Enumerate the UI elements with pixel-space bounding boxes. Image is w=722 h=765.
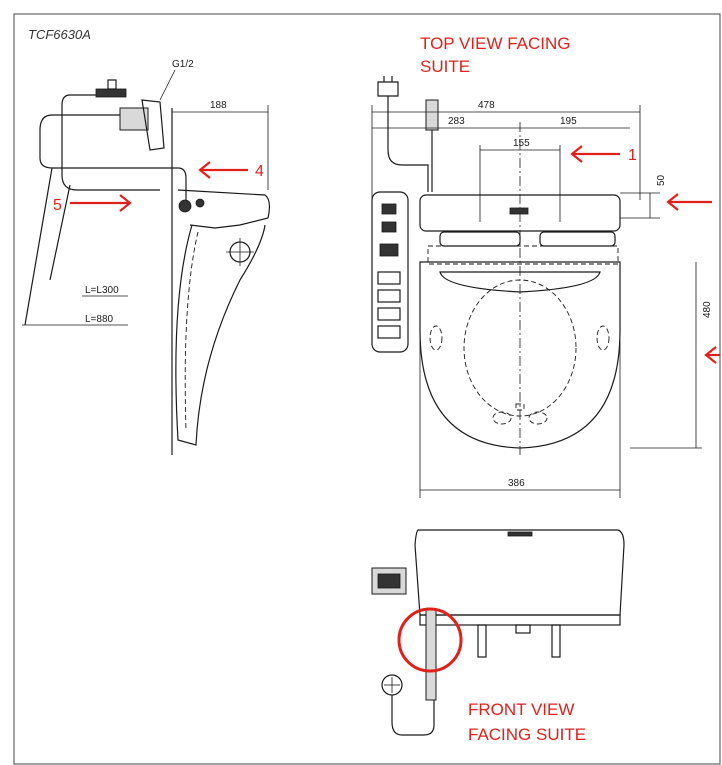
front-power-plug xyxy=(381,674,403,696)
front-leg-left xyxy=(477,624,487,658)
front-remote-panel xyxy=(377,573,401,589)
hinge-left xyxy=(439,231,521,247)
remote-button-2 xyxy=(381,221,397,233)
bumper-left xyxy=(429,325,443,351)
hidden-body-outline xyxy=(427,245,619,265)
hose-length-2: L=880 xyxy=(85,314,114,325)
callout-4: 4 xyxy=(255,163,264,180)
remote-button-6 xyxy=(377,307,401,321)
fitting-nut xyxy=(178,199,192,213)
front-lid-outline xyxy=(414,529,625,616)
side-depth-value: 188 xyxy=(210,100,227,111)
base-plate xyxy=(419,194,621,232)
valve-body xyxy=(95,88,127,98)
supply-valve xyxy=(425,99,439,131)
callout-5: 5 xyxy=(53,197,62,214)
front-leg-right xyxy=(551,624,561,658)
power-cable xyxy=(387,96,429,192)
remote-button-power xyxy=(381,203,397,215)
remote-button-5 xyxy=(377,289,401,303)
seat-body-profile xyxy=(175,224,266,446)
front-view: FRONT VIEW FACING SUITE xyxy=(371,529,625,744)
foot-left xyxy=(492,411,512,425)
seat-length-value: 480 xyxy=(702,301,713,318)
left-width-value: 283 xyxy=(448,116,465,127)
base-plate-slot xyxy=(509,207,529,215)
front-lid-logo xyxy=(507,531,533,537)
top-view-title-line1: TOP VIEW FACING xyxy=(420,34,571,53)
tee-connector xyxy=(119,107,149,131)
front-view-title-line1: FRONT VIEW xyxy=(468,700,574,719)
hose-loop-inner xyxy=(39,114,187,200)
seat-width-value: 386 xyxy=(508,478,525,489)
nozzle-mark xyxy=(515,403,525,411)
side-view: G1/2 188 L=L300 L=880 4 5 xyxy=(22,59,271,455)
front-power-cable xyxy=(391,695,435,736)
foot-right xyxy=(528,411,548,425)
remote-button-7 xyxy=(377,325,401,339)
hose-drop-line xyxy=(24,167,53,326)
lid-hinge-region xyxy=(439,271,601,293)
front-view-title-line2: FACING SUITE xyxy=(468,725,586,744)
length-arrowhead xyxy=(704,346,717,364)
hose-drop-line-2 xyxy=(49,184,71,281)
offset-arrowhead xyxy=(666,193,679,211)
mount-spacing-value: 155 xyxy=(513,138,530,149)
valve-handle xyxy=(107,79,117,90)
pipe-thread-label: G1/2 xyxy=(172,59,194,70)
seat-opening xyxy=(463,279,577,417)
right-width-value: 195 xyxy=(560,116,577,127)
seat-hidden-line xyxy=(184,231,199,431)
leader-line xyxy=(159,69,176,101)
front-nozzle xyxy=(515,624,531,634)
front-supply-pipe xyxy=(425,609,437,701)
remote-control xyxy=(371,191,409,353)
seat-outline xyxy=(419,261,621,449)
remote-button-4 xyxy=(377,271,401,285)
callout-4-arrowhead xyxy=(198,161,211,179)
callout-1-arrowhead xyxy=(570,145,583,163)
overall-width-value: 478 xyxy=(478,100,495,111)
seat-lid-profile xyxy=(177,189,271,229)
drawing-frame xyxy=(13,13,721,765)
callout-1: 1 xyxy=(628,147,637,164)
hose-loop-outer xyxy=(61,94,160,191)
callout-5-arrowhead xyxy=(119,194,132,212)
top-view: TOP VIEW FACING SUITE 478 283 195 155 1 xyxy=(371,34,720,498)
power-plug xyxy=(377,81,399,97)
hinge-right xyxy=(539,231,616,247)
supply-pipe-highlight-circle xyxy=(397,607,463,673)
fitting-nut-2 xyxy=(195,198,205,208)
bumper-right xyxy=(596,325,610,351)
top-view-title-line2: SUITE xyxy=(420,57,470,76)
front-offset-value: 50 xyxy=(656,174,667,186)
angle-valve xyxy=(141,99,165,151)
remote-button-3 xyxy=(379,243,399,257)
hose-length-1: L=L300 xyxy=(85,285,119,296)
model-code: TCF6630A xyxy=(28,27,91,42)
